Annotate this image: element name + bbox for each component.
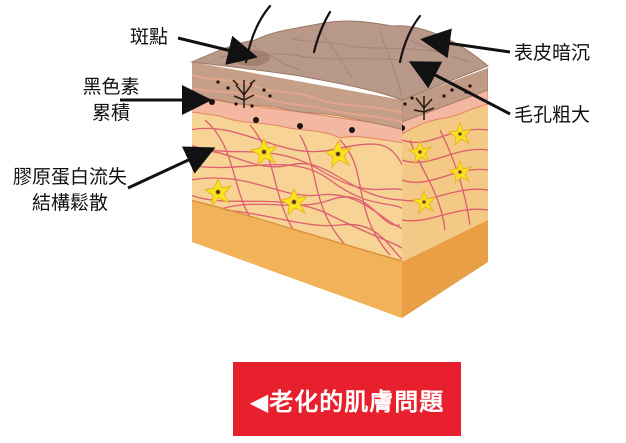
label-collagen: 膠原蛋白流失 結構鬆散 [6,164,134,216]
label-melanin-line2: 累積 [91,102,130,124]
caption-banner: ◀老化的肌膚問題 [233,362,461,436]
label-collagen-line1: 膠原蛋白流失 [12,166,127,188]
hair-root-1 [232,79,256,108]
fibroblast-cells-side [407,121,473,215]
leader-arrows [120,28,511,190]
collagen-fibers-front [192,119,402,263]
label-pores: 毛孔粗大 [514,104,591,126]
label-melanin-line1: 黑色素 [82,76,140,98]
label-spots: 斑點 [130,26,169,48]
label-collagen-line2: 結構鬆散 [31,192,108,214]
label-melanin: 黑色素 累積 [68,74,154,126]
pore-side [413,96,435,120]
label-dull: 表皮暗沉 [514,42,591,64]
fibroblast-cells-front [203,137,353,217]
